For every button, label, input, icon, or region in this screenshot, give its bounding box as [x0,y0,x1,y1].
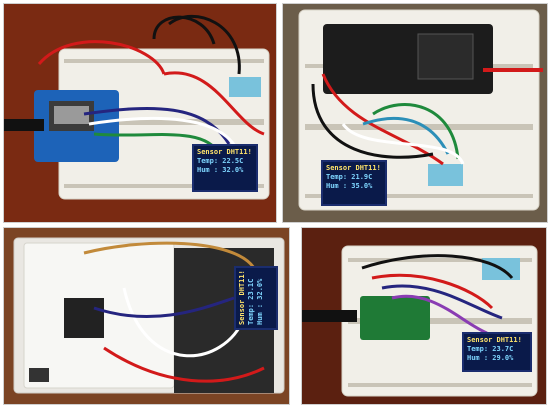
oled-temperature: Temp: 23.1C [247,278,255,325]
oled-humidity: Hum : 32.0% [256,278,264,325]
photo-panel-2: Sensor DHT11! Temp: 21.9C Hum : 35.0% [282,3,548,223]
oled-title: Sensor DHT11! [326,164,381,172]
oled-temperature: Temp: 23.7C [467,345,514,353]
photo-panel-4: Sensor DHT11! Temp: 23.7C Hum : 29.0% [301,227,547,405]
panel-4-illustration [302,228,546,404]
photo-panel-1: Sensor DHT11! Temp: 22.5C Hum : 32.0% [3,3,277,223]
oled-humidity: Hum : 32.0% [197,166,244,174]
oled-title: Sensor DHT11! [467,336,522,344]
oled-humidity: Hum : 35.0% [326,182,373,190]
oled-temperature: Temp: 21.9C [326,173,373,181]
oled-title: Sensor DHT11! [197,148,252,156]
oled-display-1: Sensor DHT11! Temp: 22.5C Hum : 32.0% [192,144,258,192]
photo-panel-3: Sensor DHT11! Temp: 23.1C Hum : 32.0% [3,227,290,405]
oled-display-3: Sensor DHT11! Temp: 23.1C Hum : 32.0% [234,266,278,330]
oled-display-4: Sensor DHT11! Temp: 23.7C Hum : 29.0% [462,332,532,372]
oled-title: Sensor DHT11! [238,270,246,325]
oled-humidity: Hum : 29.0% [467,354,514,362]
oled-display-2: Sensor DHT11! Temp: 21.9C Hum : 35.0% [321,160,387,206]
oled-temperature: Temp: 22.5C [197,157,244,165]
panel-3-illustration [4,228,289,404]
